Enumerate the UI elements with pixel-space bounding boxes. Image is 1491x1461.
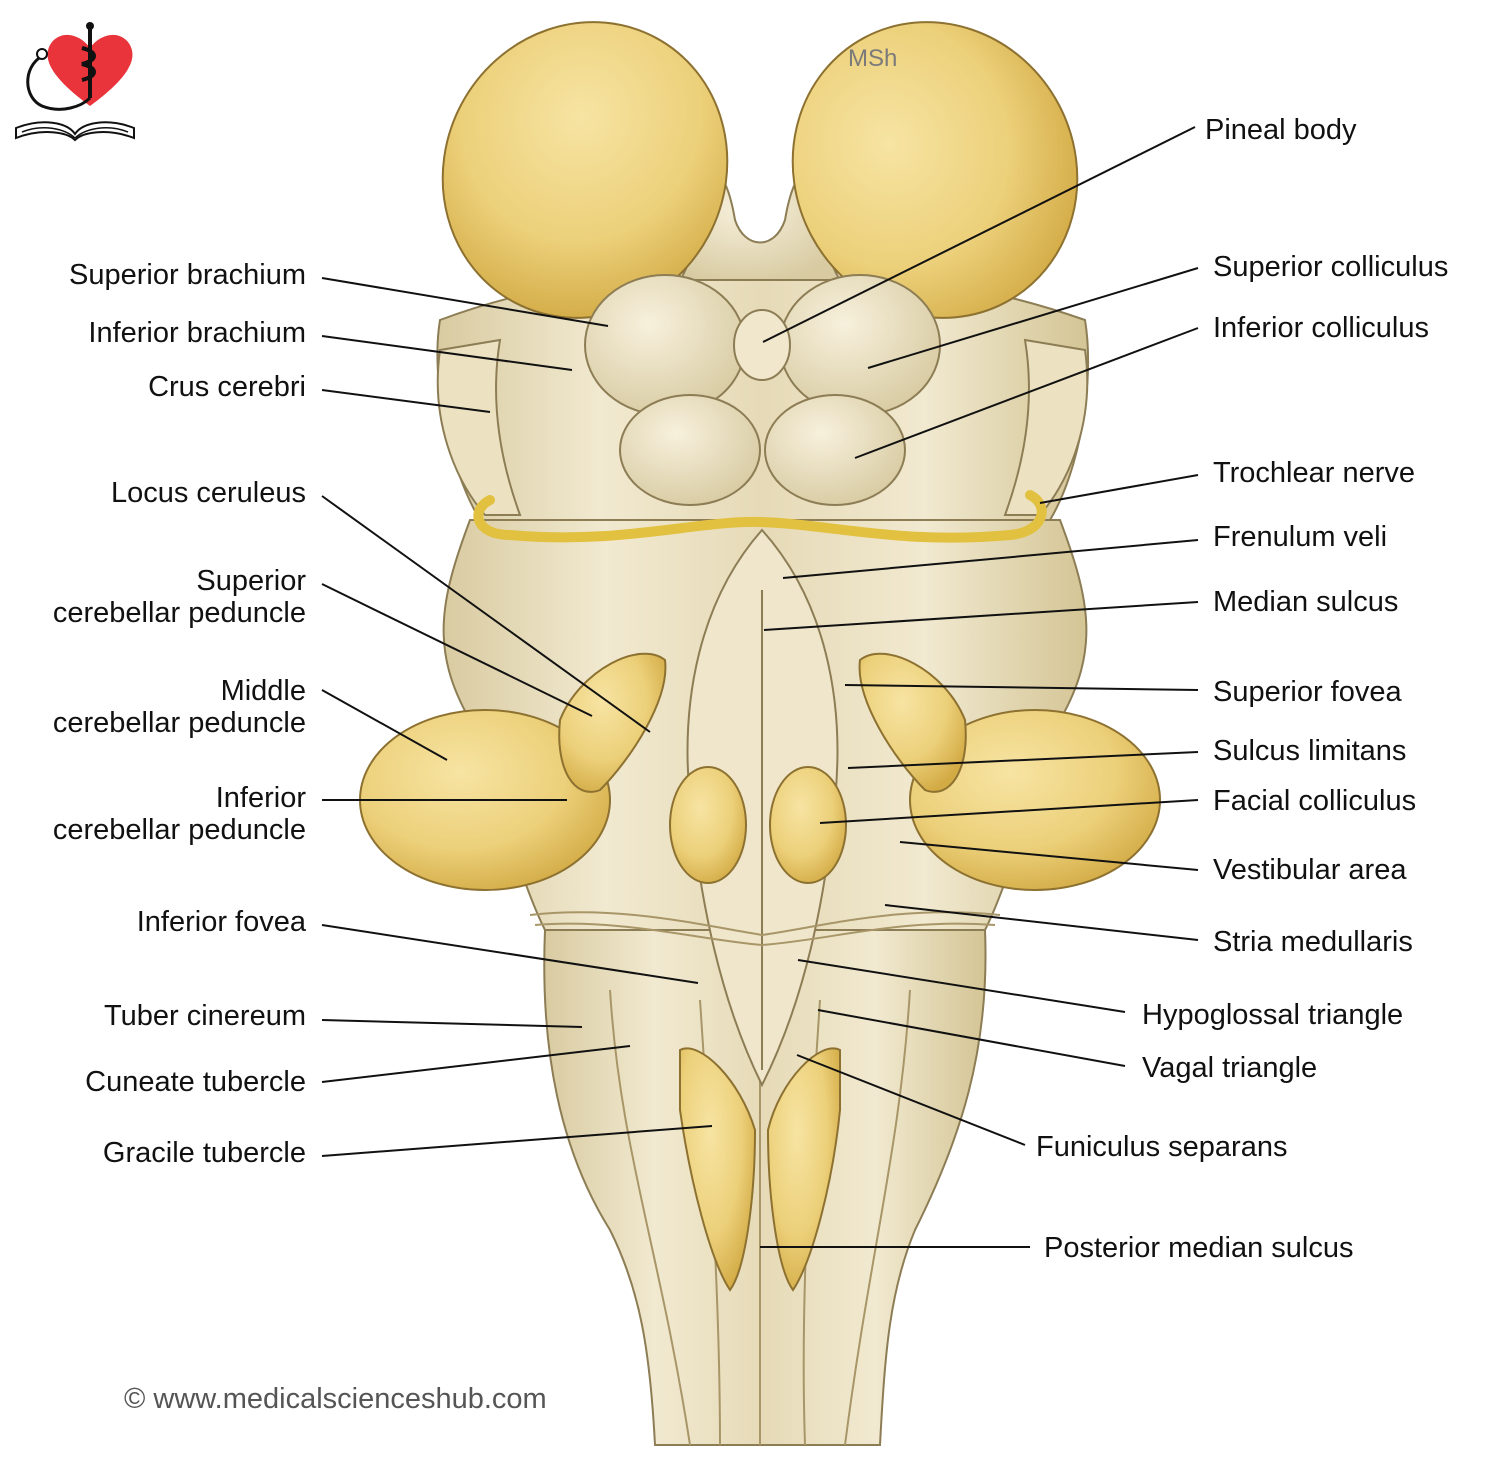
right-peduncle-cut	[909, 709, 1161, 891]
left-gracile-tubercle	[679, 1047, 757, 1292]
left-inferior-colliculus	[619, 394, 761, 506]
right-inferior-colliculus	[764, 394, 906, 506]
stria-medullaris-lines	[529, 911, 1001, 947]
leader-hypoglossal-triangle	[797, 959, 1126, 1013]
leader-inferior-fovea	[321, 924, 699, 984]
right-thalamus-cut	[791, 21, 1079, 319]
leader-superior-colliculus	[867, 267, 1199, 369]
leader-crus-cerebri	[321, 389, 491, 413]
label-inferior-brachium: Inferior brachium	[88, 317, 306, 349]
label-stria-medullaris: Stria medullaris	[1213, 926, 1413, 958]
leader-frenulum-veli	[782, 539, 1199, 579]
leader-middle-cerebellar-peduncle	[321, 689, 448, 761]
label-pineal-body: Pineal body	[1205, 114, 1357, 146]
label-cuneate-tubercle: Cuneate tubercle	[85, 1066, 306, 1098]
right-superior-colliculus	[779, 274, 941, 416]
label-crus-cerebri: Crus cerebri	[148, 371, 306, 403]
trochlear-nerve-shape	[473, 490, 1047, 543]
leader-superior-cerebellar-peduncle	[321, 583, 593, 717]
leader-trochlear-nerve	[1039, 474, 1199, 504]
label-inferior-colliculus: Inferior colliculus	[1213, 312, 1429, 344]
left-superior-peduncle-cut	[558, 652, 667, 793]
label-gracile-tubercle: Gracile tubercle	[102, 1137, 306, 1169]
watermark: MSh	[848, 45, 898, 72]
left-crus	[436, 338, 522, 516]
label-inferior-fovea: Inferior fovea	[136, 906, 306, 938]
leader-lines	[321, 126, 1199, 1248]
label-inferior-cerebellar-peduncle: Inferior cerebellar peduncle	[52, 782, 306, 846]
label-superior-fovea: Superior fovea	[1213, 676, 1402, 708]
left-facial-colliculus	[669, 766, 747, 884]
label-tuber-cinereum: Tuber cinereum	[103, 1000, 306, 1032]
leader-gracile-tubercle	[321, 1125, 713, 1157]
leader-sulcus-limitans	[847, 751, 1199, 769]
leader-cuneate-tubercle	[321, 1045, 631, 1083]
leader-superior-fovea	[844, 684, 1199, 691]
label-funiculus-separans: Funiculus separans	[1036, 1131, 1288, 1163]
label-facial-colliculus: Facial colliculus	[1213, 785, 1417, 817]
label-superior-cerebellar-peduncle: Superior cerebellar peduncle	[52, 565, 306, 629]
leader-superior-brachium	[321, 277, 609, 327]
label-vestibular-area: Vestibular area	[1213, 854, 1407, 886]
copyright-notice: © www.medicalscienceshub.com	[124, 1383, 547, 1415]
right-superior-peduncle-cut	[858, 652, 967, 793]
label-vagal-triangle: Vagal triangle	[1142, 1052, 1318, 1084]
pineal-body-shape	[733, 309, 791, 381]
left-superior-colliculus	[584, 274, 746, 416]
leader-median-sulcus	[763, 601, 1199, 631]
label-middle-cerebellar-peduncle: Middle cerebellar peduncle	[52, 675, 306, 739]
leader-vagal-triangle	[817, 1009, 1126, 1067]
heart-caduceus-logo-icon	[15, 22, 135, 142]
medulla	[543, 929, 987, 1446]
label-median-sulcus: Median sulcus	[1213, 586, 1399, 618]
right-facial-colliculus	[769, 766, 847, 884]
leader-pineal-body	[762, 126, 1196, 343]
label-superior-colliculus: Superior colliculus	[1213, 251, 1449, 283]
label-hypoglossal-triangle: Hypoglossal triangle	[1142, 999, 1404, 1031]
leader-inferior-brachium	[321, 335, 573, 371]
leader-stria-medullaris	[884, 904, 1199, 941]
label-sulcus-limitans: Sulcus limitans	[1213, 735, 1407, 767]
leader-vestibular-area	[899, 841, 1199, 871]
leader-inferior-colliculus	[854, 327, 1199, 459]
right-crus	[1003, 338, 1089, 516]
left-thalamus-cut	[441, 21, 729, 319]
leader-tuber-cinereum	[321, 1019, 583, 1028]
leader-facial-colliculus	[819, 799, 1199, 824]
label-trochlear-nerve: Trochlear nerve	[1213, 457, 1416, 489]
label-frenulum-veli: Frenulum veli	[1213, 521, 1388, 553]
label-posterior-median-sulcus: Posterior median sulcus	[1044, 1232, 1354, 1264]
label-locus-ceruleus: Locus ceruleus	[110, 477, 306, 509]
label-superior-brachium: Superior brachium	[69, 259, 306, 291]
leader-funiculus-separans	[796, 1054, 1026, 1146]
leader-locus-ceruleus	[321, 495, 651, 733]
